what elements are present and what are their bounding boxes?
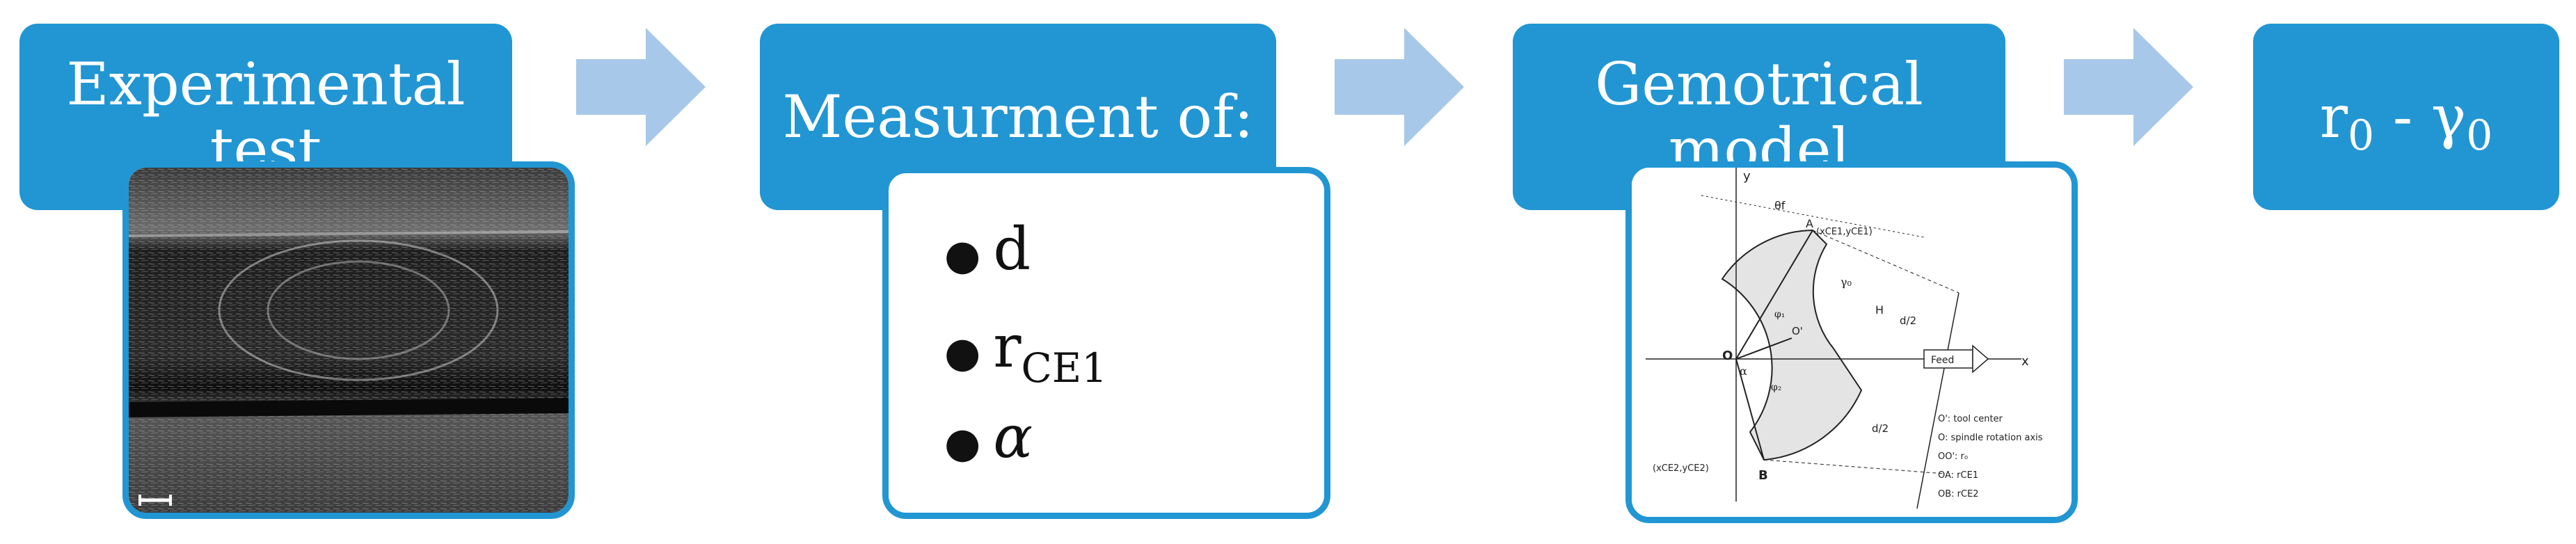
result-r-sub: 0 <box>2347 111 2375 160</box>
model-phi2-label: φ₂ <box>1771 382 1781 393</box>
result-r: r <box>2319 82 2348 151</box>
bullet-icon: ● <box>944 419 981 467</box>
legend-item: OB: rCE2 <box>1938 489 1979 499</box>
model-alpha-label: α <box>1740 365 1747 378</box>
flow-arrow-1 <box>576 28 706 146</box>
measure-label: α <box>993 403 1033 471</box>
measure-subscript: CE1 <box>1021 344 1108 392</box>
step-label: Experimental test <box>66 49 466 184</box>
measurement-list: ● d ● r CE1 ● α <box>882 167 1330 519</box>
step-result: r0 - γ0 <box>2253 24 2559 210</box>
model-oprime-label: O' <box>1792 325 1803 337</box>
model-a-coord: (xCE1,yCE1) <box>1816 227 1873 237</box>
model-theta-label: θf <box>1774 199 1786 212</box>
model-dhalf-label-1: d/2 <box>1900 314 1916 327</box>
model-x-label: x <box>2021 354 2029 369</box>
model-a-label: A <box>1806 217 1813 230</box>
model-o-label: O <box>1722 349 1733 363</box>
list-item-d: ● d <box>944 215 1031 283</box>
model-phi1-label: φ₁ <box>1774 309 1785 320</box>
model-gamma-label: γ₀ <box>1840 275 1852 289</box>
micrograph-image <box>129 168 569 513</box>
model-dhalf-label-2: d/2 <box>1872 422 1889 435</box>
bullet-icon: ● <box>944 328 981 377</box>
legend-item: OA: rCE1 <box>1938 470 1978 481</box>
model-b-label: B <box>1758 468 1768 483</box>
bullet-icon: ● <box>944 231 981 280</box>
list-item-alpha: ● α <box>944 403 1033 471</box>
flow-arrow-3 <box>2064 28 2193 146</box>
geometric-model-drawing: y x θf (xCE1,yCE1) A O O' B (xCE2,yCE2) … <box>1632 168 2072 517</box>
legend-item: O': tool center <box>1938 414 2003 424</box>
list-item-rce1: ● r CE1 <box>944 312 1107 392</box>
model-h-label: H <box>1875 303 1884 317</box>
result-dash: - <box>2374 82 2431 151</box>
legend-item: OO': r₀ <box>1938 451 1968 462</box>
model-y-label: y <box>1743 169 1751 184</box>
model-b-coord: (xCE2,yCE2) <box>1653 463 1709 474</box>
result-gamma-sub: 0 <box>2466 111 2493 160</box>
flow-arrow-2 <box>1335 28 1464 146</box>
legend-item: O: spindle rotation axis <box>1938 433 2043 443</box>
experimental-photo <box>122 161 575 519</box>
result-gamma: γ <box>2431 82 2467 151</box>
measure-label: r <box>993 312 1021 381</box>
step-label: Measurment of: <box>782 82 1254 151</box>
measure-label: d <box>993 215 1031 283</box>
model-figure: y x θf (xCE1,yCE1) A O O' B (xCE2,yCE2) … <box>1625 161 2078 523</box>
result-label: r0 - γ0 <box>2319 82 2493 159</box>
model-feed-label: Feed <box>1931 355 1954 366</box>
